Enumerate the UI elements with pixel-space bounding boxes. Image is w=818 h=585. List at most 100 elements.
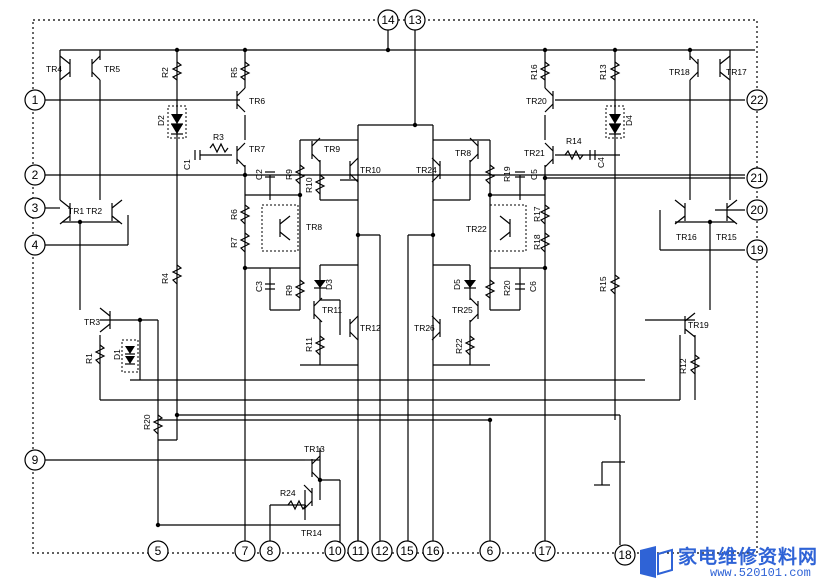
tr10-label: TR10 bbox=[360, 165, 381, 175]
r9a-label: R9 bbox=[284, 169, 294, 180]
tr8-right-label: TR8 bbox=[455, 148, 471, 158]
d1-label: D1 bbox=[112, 349, 122, 360]
tr2-label: TR2 bbox=[86, 206, 102, 216]
r14-label: R14 bbox=[566, 136, 582, 146]
transistor-labels: TR1 TR2 TR3 TR4 TR5 TR6 TR7 TR8 TR8 TR9 … bbox=[46, 64, 747, 538]
capacitor-shapes bbox=[194, 150, 596, 290]
pin-15-label: 15 bbox=[400, 544, 414, 558]
pin-20-label: 20 bbox=[750, 203, 764, 217]
d2-label: D2 bbox=[156, 115, 166, 126]
diode-labels: D1 D2 D3 D4 D5 bbox=[112, 115, 634, 360]
pin-14-circle bbox=[377, 9, 399, 31]
r11-label: R11 bbox=[304, 337, 314, 352]
tr6-label: TR6 bbox=[249, 96, 265, 106]
pin-13-label: 13 bbox=[408, 13, 422, 27]
r19-label: R19 bbox=[502, 166, 512, 182]
pin-5-circle bbox=[147, 540, 169, 562]
pin-3-label: 3 bbox=[32, 201, 39, 215]
tr9-label: TR9 bbox=[324, 144, 340, 154]
tr11-label: TR11 bbox=[322, 305, 342, 315]
c3-label: C3 bbox=[254, 281, 264, 292]
pin-17-label: 17 bbox=[538, 544, 552, 558]
transistor-shapes bbox=[59, 55, 738, 510]
tr5-label: TR5 bbox=[104, 64, 120, 74]
pin-11-label: 11 bbox=[352, 544, 365, 558]
junctions bbox=[77, 47, 713, 528]
pin-2-label: 2 bbox=[32, 168, 39, 182]
r2-label: R2 bbox=[160, 67, 170, 78]
tr13-label: TR13 bbox=[304, 444, 325, 454]
r20b-label: R20 bbox=[502, 280, 512, 296]
tr1-label: TR1 bbox=[68, 206, 84, 216]
tr25-label: TR25 bbox=[452, 305, 473, 315]
tr19-label: TR19 bbox=[688, 320, 709, 330]
pin-6-label: 6 bbox=[487, 544, 494, 558]
r12-label: R12 bbox=[678, 358, 688, 374]
tr26-label: TR26 bbox=[414, 323, 435, 333]
pin-18-label: 18 bbox=[618, 548, 632, 562]
watermark: 家电维修资料网 www.520101.com bbox=[636, 542, 817, 582]
tr15-label: TR15 bbox=[716, 232, 737, 242]
pin-10-circle bbox=[324, 540, 346, 562]
pin-18-circle bbox=[614, 544, 636, 566]
tr7-label: TR7 bbox=[249, 144, 265, 154]
r15-label: R15 bbox=[598, 276, 608, 292]
capacitor-labels: C1 C2 C3 C4 C5 C6 bbox=[182, 157, 606, 292]
d3-label: D3 bbox=[324, 279, 334, 290]
wires bbox=[45, 28, 755, 545]
r6-label: R6 bbox=[229, 209, 239, 220]
tr4-label: TR4 bbox=[46, 64, 62, 74]
pin-7-label: 7 bbox=[242, 544, 249, 558]
resistor-shapes bbox=[94, 61, 701, 511]
pin-16-label: 16 bbox=[426, 544, 440, 558]
tr22-label: TR22 bbox=[466, 224, 487, 234]
r18-label: R18 bbox=[532, 234, 542, 250]
pin-10-label: 10 bbox=[328, 544, 342, 558]
pin-6-circle bbox=[479, 540, 501, 562]
pin-19-label: 19 bbox=[750, 243, 764, 257]
r10-label: R10 bbox=[304, 177, 314, 193]
pin-4-label: 4 bbox=[32, 238, 39, 252]
tr8-left-label: TR8 bbox=[306, 222, 322, 232]
tr3-label: TR3 bbox=[84, 317, 100, 327]
tr20-label: TR20 bbox=[526, 96, 547, 106]
pin-9-circle bbox=[24, 449, 46, 471]
r7-label: R7 bbox=[229, 237, 239, 248]
tr17-label: TR17 bbox=[726, 67, 747, 77]
pin-17-circle bbox=[534, 540, 556, 562]
pin-22-circle bbox=[746, 89, 768, 111]
pin-22-label: 22 bbox=[750, 93, 764, 107]
watermark-url: www.520101.com bbox=[710, 566, 811, 580]
d4-label: D4 bbox=[624, 115, 634, 126]
pin-19-circle bbox=[746, 239, 768, 261]
pin-14-label: 14 bbox=[381, 13, 395, 27]
c2-label: C2 bbox=[254, 169, 264, 180]
pin-3-circle bbox=[24, 197, 46, 219]
c5-label: C5 bbox=[529, 169, 539, 180]
tr14-label: TR14 bbox=[301, 528, 322, 538]
c1-label: C1 bbox=[182, 159, 192, 170]
schematic-diagram: .w{stroke:#000;stroke-width:1.2;fill:non… bbox=[24, 9, 768, 566]
pin-21-label: 21 bbox=[750, 171, 764, 185]
r20a-label: R20 bbox=[142, 414, 152, 430]
pin-11-circle bbox=[347, 540, 369, 562]
pin-1-circle bbox=[24, 89, 46, 111]
tr24-label: TR24 bbox=[416, 165, 437, 175]
tr16-label: TR16 bbox=[676, 232, 697, 242]
tr21-label: TR21 bbox=[524, 148, 545, 158]
tr22-box bbox=[489, 204, 527, 252]
d1-box bbox=[121, 339, 139, 373]
r9b-label: R9 bbox=[284, 285, 294, 296]
r5-label: R5 bbox=[229, 67, 239, 78]
pin-7-circle bbox=[234, 540, 256, 562]
pin-21-circle bbox=[746, 167, 768, 189]
resistor-labels: R1 R2 R3 R4 R5 R6 R7 R9 R9 R10 R11 R12 R… bbox=[84, 64, 688, 498]
pin-4-circle bbox=[24, 234, 46, 256]
c4-label: C4 bbox=[596, 157, 606, 168]
pin-20-circle bbox=[746, 199, 768, 221]
tr12-label: TR12 bbox=[360, 323, 381, 333]
tr18-label: TR18 bbox=[669, 67, 690, 77]
watermark-logo-icon bbox=[640, 546, 673, 578]
d2-box bbox=[167, 105, 187, 139]
pin-8-circle bbox=[259, 540, 281, 562]
